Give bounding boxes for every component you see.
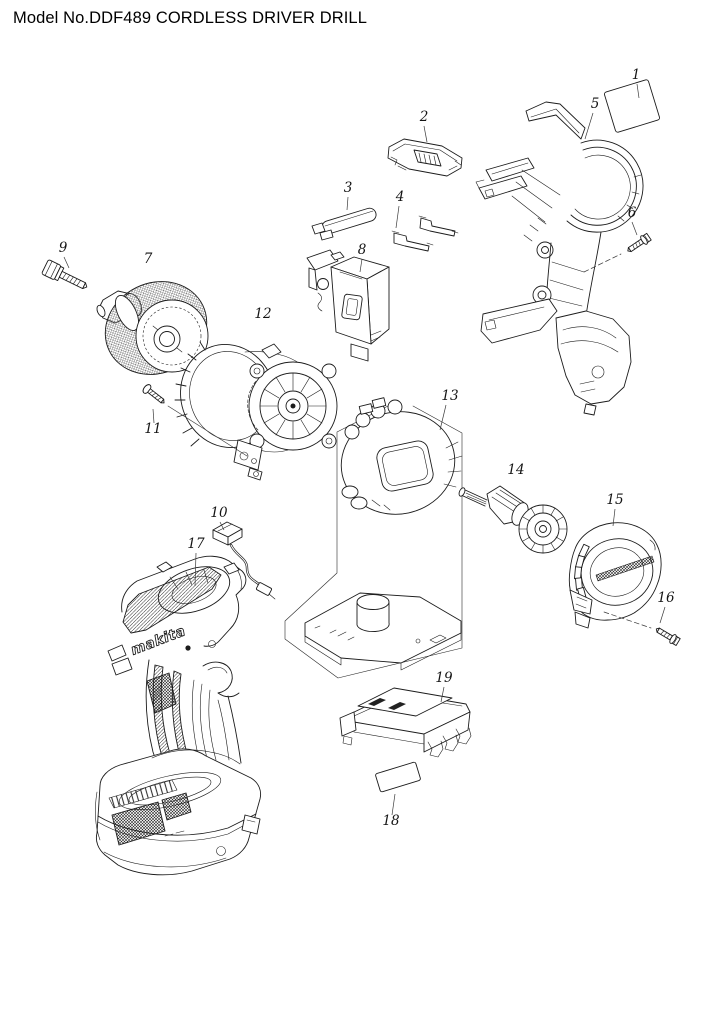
assembly-line-screw16-to-cover15 bbox=[603, 611, 652, 629]
part-1-name-plate-drawing bbox=[604, 79, 660, 133]
leader-line-part-17 bbox=[194, 552, 197, 587]
part-number-4: 4 bbox=[395, 189, 405, 205]
part-number-18: 18 bbox=[382, 813, 400, 829]
page-title: Model No.DDF489 CORDLESS DRIVER DRILL bbox=[13, 9, 367, 27]
part-6-screw-drawing bbox=[627, 232, 652, 253]
part-15-rear-cover-drawing bbox=[568, 522, 662, 629]
part-number-11: 11 bbox=[144, 421, 161, 437]
part-number-7: 7 bbox=[144, 251, 153, 267]
leader-line-part-6 bbox=[631, 221, 638, 236]
assembly-lines-layer bbox=[167, 253, 652, 629]
part-3-slide-button-drawing bbox=[311, 207, 377, 241]
part-2-speed-change-lever-drawing bbox=[387, 138, 463, 177]
part-number-2: 2 bbox=[419, 109, 429, 125]
part-17-housing-left-drawing: makita bbox=[95, 555, 262, 876]
part-13-stator-drawing bbox=[340, 397, 463, 515]
part-8-switch-drawing bbox=[306, 249, 390, 362]
part-number-17: 17 bbox=[187, 536, 205, 552]
part-12-gear-assembly-drawing bbox=[174, 341, 338, 481]
leader-line-part-4 bbox=[395, 205, 400, 229]
part-number-16: 16 bbox=[657, 590, 675, 606]
leader-line-part-9 bbox=[63, 256, 70, 269]
part-13-group-box bbox=[284, 405, 463, 679]
part-13-controller-drawing bbox=[304, 592, 462, 671]
leader-line-part-1 bbox=[636, 83, 640, 99]
leader-line-part-5 bbox=[584, 112, 594, 140]
leader-line-part-10 bbox=[219, 521, 225, 531]
part-number-10: 10 bbox=[210, 505, 228, 521]
part-7-chuck-drawing bbox=[96, 281, 209, 375]
part-9-hex-bolt-drawing bbox=[41, 259, 88, 290]
part-number-13: 13 bbox=[441, 388, 458, 404]
part-number-9: 9 bbox=[59, 240, 68, 256]
part-10-led-circuit-drawing bbox=[212, 521, 276, 600]
part-number-19: 19 bbox=[435, 670, 453, 686]
logo-dot bbox=[185, 645, 191, 651]
leader-line-part-18 bbox=[391, 793, 396, 816]
part-number-1: 1 bbox=[632, 67, 641, 83]
part-11-screw-drawing bbox=[142, 384, 165, 404]
leader-line-part-3 bbox=[346, 196, 349, 211]
part-number-14: 14 bbox=[507, 462, 524, 478]
part-number-8: 8 bbox=[358, 242, 367, 258]
leader-line-part-8 bbox=[359, 258, 363, 273]
leader-line-part-15 bbox=[612, 508, 616, 527]
leader-line-part-19 bbox=[440, 686, 445, 703]
assembly-line-screw6-to-housing5 bbox=[583, 253, 622, 273]
part-number-3: 3 bbox=[344, 180, 353, 196]
part-number-12: 12 bbox=[254, 306, 271, 322]
part-14-rotor-drawing bbox=[458, 485, 568, 554]
part-5-housing-right-drawing bbox=[475, 101, 644, 416]
leader-line-part-2 bbox=[423, 125, 428, 143]
part-18-caution-label-drawing bbox=[375, 761, 421, 793]
part-4-lead-wires-drawing bbox=[391, 215, 459, 252]
leader-line-part-13 bbox=[439, 404, 447, 431]
part-number-6: 6 bbox=[628, 205, 637, 221]
part-16-screw-drawing bbox=[655, 627, 681, 646]
part-19-terminal-block-drawing bbox=[339, 687, 472, 758]
assembly-line-screw11-to-gear12 bbox=[167, 405, 248, 457]
leader-line-part-11 bbox=[152, 408, 155, 424]
leader-line-part-16 bbox=[659, 606, 666, 624]
part-number-15: 15 bbox=[606, 492, 623, 508]
part-number-5: 5 bbox=[591, 96, 600, 112]
